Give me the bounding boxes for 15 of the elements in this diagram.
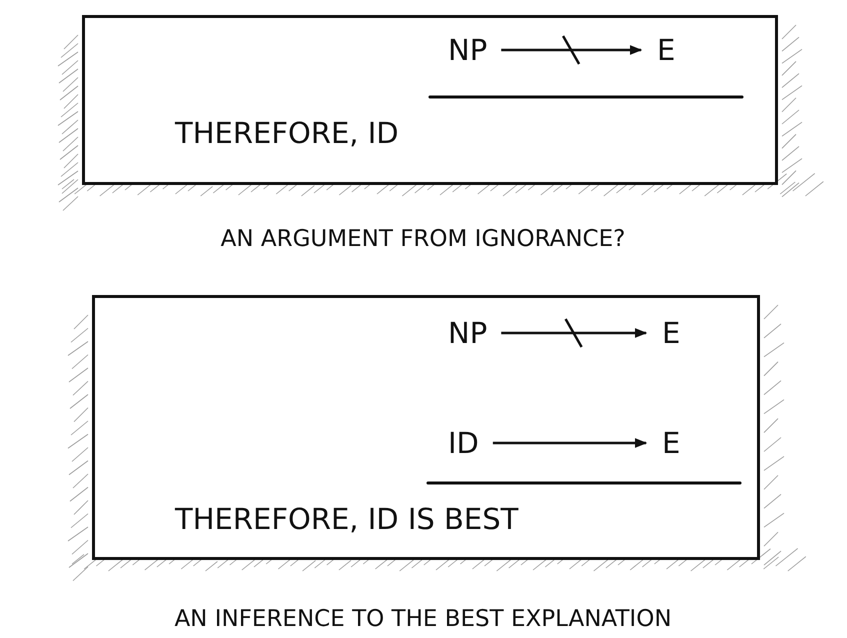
term-label: ID [446,426,481,460]
caption-text: AN INFERENCE TO THE BEST EXPLANATION [174,606,672,632]
conclusion-text: THEREFORE, ID IS BEST [175,502,518,536]
negated-arrow [501,35,642,65]
term-label: NP [446,33,490,67]
panel-box [82,15,778,185]
panel-box [92,295,760,560]
term-label: E [660,316,682,350]
conclusion-text: THEREFORE, ID [175,116,399,150]
term-label: E [660,426,682,460]
term-label: E [655,33,678,67]
caption-text: AN ARGUMENT FROM IGNORANCE? [220,226,626,252]
term-label: NP [446,316,490,350]
negated-arrow [501,318,648,348]
arrow [492,438,648,448]
